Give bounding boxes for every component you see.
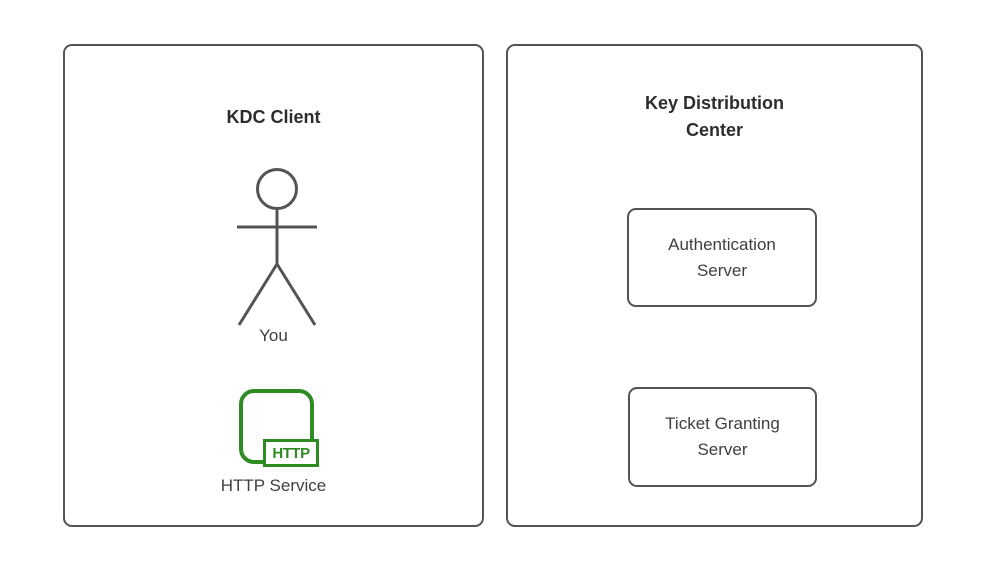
http-service-label: HTTP Service: [220, 476, 327, 495]
authentication-server-label: Authentication Server: [668, 234, 776, 280]
kdc-client-title: KDC Client: [65, 104, 482, 131]
ticket-granting-server-node: Ticket Granting Server: [628, 387, 817, 487]
ticket-granting-server-label: Ticket Granting Server: [665, 414, 780, 459]
http-badge: HTTP: [263, 439, 319, 467]
kdc-client-title-text: KDC Client: [226, 107, 321, 127]
kdc-title-text: Key Distribution Center: [644, 93, 784, 140]
kdc-title: Key Distribution Center: [508, 90, 921, 144]
authentication-server-node: Authentication Server: [627, 208, 817, 307]
stick-figure-actor-icon: [237, 168, 317, 326]
actor-label: You: [259, 326, 288, 345]
kdc-client-panel: KDC Client You HTTP HTTP Service: [63, 44, 484, 527]
key-distribution-center-panel: Key Distribution Center Authentication S…: [506, 44, 923, 527]
